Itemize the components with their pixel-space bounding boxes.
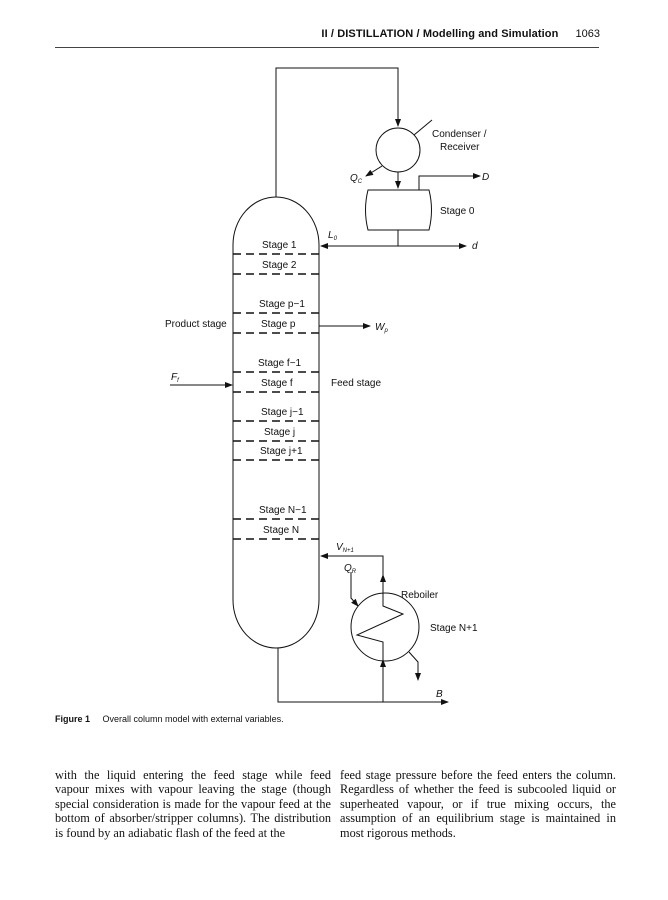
stage-label: Stage j−1 <box>261 407 304 418</box>
body-text-right: feed stage pressure before the feed ente… <box>340 768 616 840</box>
stage-n1-label: Stage N+1 <box>430 623 478 634</box>
d-label: d <box>472 241 478 252</box>
running-header: II / DISTILLATION / Modelling and Simula… <box>0 28 600 40</box>
bottoms-label: B <box>436 689 443 700</box>
product-stage-label: Product stage <box>165 319 227 330</box>
overhead-vapor-line <box>275 67 401 197</box>
header-rule <box>55 47 599 48</box>
qr-arrow <box>350 572 359 607</box>
stage-label: Stage N−1 <box>259 505 307 516</box>
stage-label: Stage N <box>263 525 299 536</box>
bottoms-line <box>277 648 383 703</box>
l0-label: L0 <box>328 230 338 242</box>
column-shell <box>232 196 320 649</box>
stage-label: Stage p <box>261 319 296 330</box>
feed-label: Ff <box>171 372 180 384</box>
stage-label: Stage f−1 <box>258 358 302 369</box>
body-text-left: with the liquid entering the feed stage … <box>55 768 331 840</box>
feed-stage-label: Feed stage <box>331 378 381 389</box>
stage-label: Stage f <box>261 378 293 389</box>
page-number: 1063 <box>575 28 600 40</box>
distillate-line <box>418 173 481 190</box>
stage-label: Stage 1 <box>262 240 297 251</box>
caption-text: Overall column model with external varia… <box>102 714 284 724</box>
vn1-label: VN+1 <box>336 542 354 554</box>
header-title: II / DISTILLATION / Modelling and Simula… <box>321 28 559 40</box>
stage-label: Stage j <box>264 427 295 438</box>
qr-label: QR <box>344 563 357 575</box>
figure-number: Figure 1 <box>55 714 91 724</box>
receiver-label: Receiver <box>440 142 480 153</box>
qc-label: QC <box>350 173 363 185</box>
stage-label: Stage j+1 <box>260 446 303 457</box>
column-diagram: Condenser / Receiver QC D Stage 0 L0 d S… <box>165 67 489 705</box>
condenser-label: Condenser / <box>432 129 487 140</box>
condenser-label-leader <box>413 119 433 136</box>
distillate-label: D <box>482 172 489 183</box>
reboiler-coil <box>355 593 405 660</box>
figure-caption: Figure 1 Overall column model with exter… <box>55 714 284 724</box>
reflux-drum <box>365 189 432 231</box>
wp-label: Wp <box>375 322 388 334</box>
reboiler-outlet-line <box>408 651 421 681</box>
stage0-label: Stage 0 <box>440 206 475 217</box>
reboiler <box>350 592 420 662</box>
qc-arrow <box>365 165 383 177</box>
stage-label: Stage p−1 <box>259 299 305 310</box>
reboiler-label: Reboiler <box>401 590 439 601</box>
condenser <box>375 127 421 173</box>
stage-label: Stage 2 <box>262 260 297 271</box>
